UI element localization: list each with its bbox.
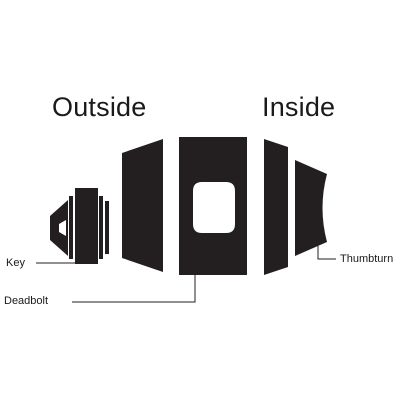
key-cylinder-ring-2	[99, 196, 103, 259]
key-label: Key	[6, 257, 25, 269]
thumbturn	[295, 160, 327, 256]
deadbolt-housing	[179, 137, 247, 275]
key-cylinder-body	[75, 188, 98, 264]
thumbturn-label: Thumbturn	[340, 253, 394, 265]
key-cylinder	[50, 188, 109, 264]
deadbolt-label: Deadbolt	[4, 295, 49, 307]
thumbturn-callout-line	[317, 246, 336, 260]
key-cylinder-ring-1	[69, 196, 73, 259]
deadbolt-callout-line	[72, 275, 196, 303]
inside-heading: Inside	[262, 92, 336, 122]
key-cylinder-ring-3	[105, 201, 109, 254]
key-cylinder-nose	[50, 200, 68, 256]
outside-escutcheon	[122, 139, 163, 272]
inside-escutcheon	[264, 139, 288, 275]
outside-heading: Outside	[52, 92, 147, 122]
